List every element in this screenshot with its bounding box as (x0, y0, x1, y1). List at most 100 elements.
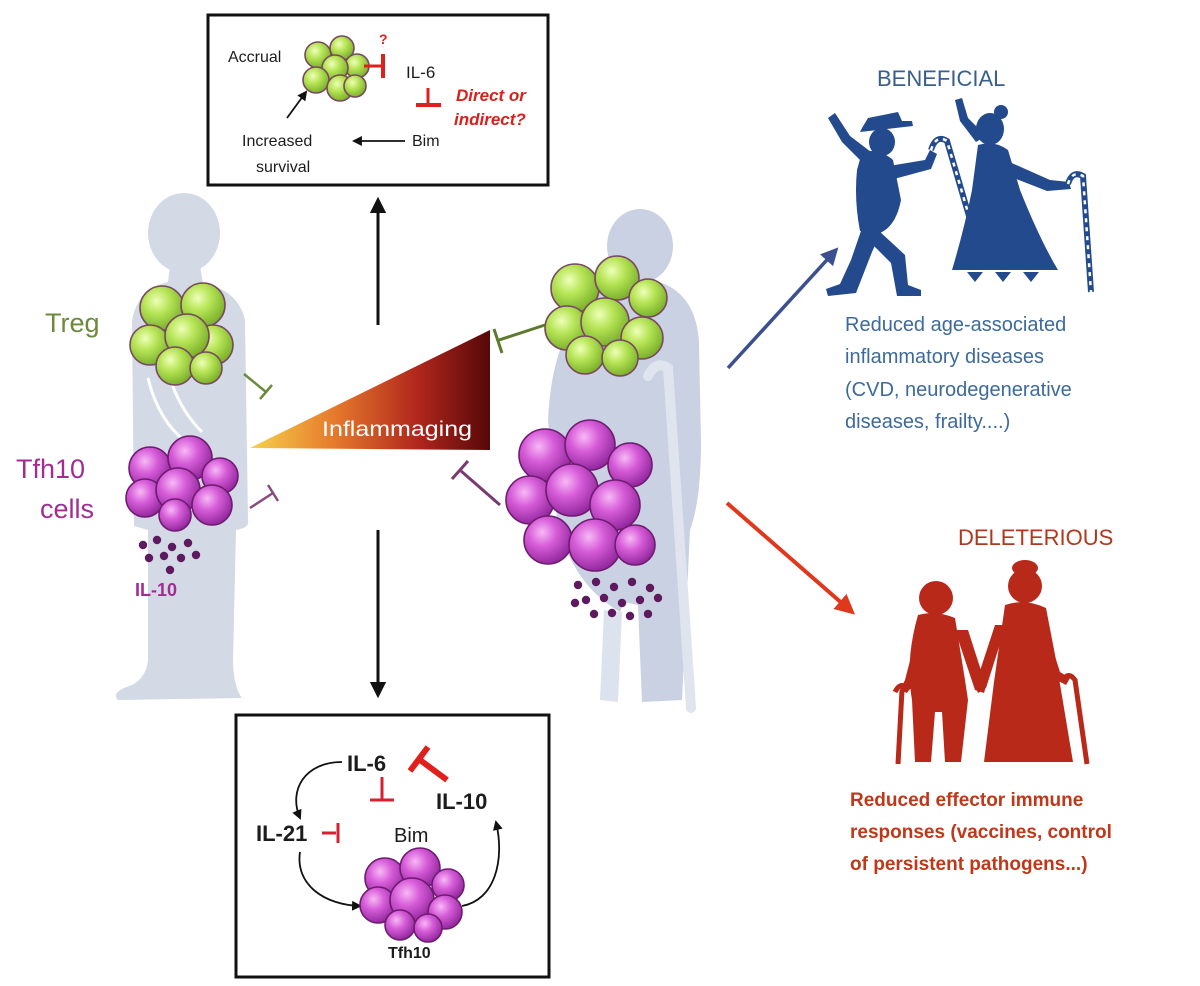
beneficial-title: BENEFICIAL (877, 66, 1005, 91)
treg-cell (628, 278, 668, 318)
il10-secretion-dot (643, 609, 653, 619)
hat-shape (860, 112, 913, 132)
dancer-arm (1001, 160, 1071, 191)
cane (928, 135, 972, 217)
il10-secretion-dot (625, 611, 635, 621)
il10-secretion-dot (599, 593, 609, 603)
treg-cell (594, 255, 640, 301)
inhibition-line (243, 373, 267, 393)
person-head (148, 193, 220, 273)
tfh10-cell (523, 515, 573, 565)
inhibition-bar (259, 384, 273, 400)
il10-secretion-dot (635, 595, 645, 605)
elderly-treg-inhibition (492, 323, 546, 354)
increased-survival-line2: survival (256, 159, 310, 176)
young-tfh10-inhibition (249, 484, 280, 510)
il10-secretion-dot (627, 577, 637, 587)
il10-secretion-dot (159, 551, 169, 561)
il10-label: IL-10 (135, 580, 177, 600)
elderly-tfh10-cluster (505, 419, 656, 572)
treg-cell (155, 346, 195, 386)
dancer-head (869, 128, 895, 156)
cells-label: cells (40, 494, 94, 524)
il10-secretion-dot (617, 598, 627, 608)
tfh10-cell (568, 518, 622, 572)
beneficial-text-line: (CVD, neurodegenerative (845, 379, 1072, 401)
elderly-il10-secretion-dots (570, 577, 663, 621)
young-treg-cluster (129, 282, 234, 386)
young-treg-inhibition (243, 373, 273, 400)
il10-secretion-dot (176, 553, 186, 563)
dancer-arm (889, 150, 937, 179)
tfh10-label: Tfh10 (16, 454, 85, 484)
il10-secretion-dot (573, 580, 583, 590)
deleterious-arrow (725, 501, 856, 615)
cane-stripes (1066, 173, 1093, 293)
inflammaging-gradient-wedge (250, 330, 490, 450)
cane (1059, 673, 1090, 765)
young-tfh10-cluster (125, 435, 239, 532)
inhibition-line (498, 323, 546, 342)
inflammaging-label: Inflammaging (322, 418, 472, 441)
beneficial-text-line: diseases, frailty....) (845, 411, 1010, 433)
elder-arm (1040, 625, 1070, 685)
elder-arm (975, 625, 1006, 693)
inflammaging-triangle: Inflammaging (250, 330, 490, 450)
inhibition-bar (266, 484, 280, 502)
elderly-tfh10-inhibition (450, 460, 501, 507)
il10-secretion-dot (607, 608, 617, 618)
inhibition-line (418, 757, 449, 783)
treg-cell (565, 335, 605, 375)
elderly-back-leg (600, 610, 622, 702)
il10-secretion-dot (581, 595, 591, 605)
deleterious-text-line: responses (vaccines, control (850, 822, 1112, 843)
treg-label: Treg (45, 308, 100, 338)
il10-secretion-dot (591, 577, 601, 587)
il10-secretion-dot (152, 535, 162, 545)
il6-to-il21-arrow (292, 761, 343, 820)
tfh10-cell (564, 419, 616, 471)
treg-cell (302, 66, 330, 94)
dancer-leg (867, 230, 921, 296)
il10-to-il6-inhibition (407, 745, 449, 783)
beneficial-arrow (726, 247, 839, 370)
il10-secretion-dot (138, 540, 148, 550)
inhibition-bar (407, 745, 431, 773)
dancer-raised-arm (955, 98, 986, 142)
il10-secretion-dot (191, 550, 201, 560)
treg-cell (343, 74, 367, 98)
il10-secretion-dot (570, 598, 580, 608)
bottom-bim-label: Bim (394, 825, 428, 847)
treg-to-il6-inhibition (364, 54, 385, 78)
il10-secretion-dot (165, 565, 175, 575)
inhibition-line (249, 491, 274, 510)
bottom-tfh10-label: Tfh10 (388, 945, 431, 962)
elderly-couple-holding-hands-icon (892, 560, 1090, 765)
bottom-il6-label: IL-6 (347, 751, 386, 776)
inhibition-bar (450, 460, 470, 480)
tfh10-cell (614, 524, 656, 566)
elder-body (909, 613, 968, 762)
cane (892, 683, 911, 765)
accrual-label: Accrual (228, 49, 281, 66)
tfh10-cell (158, 498, 192, 532)
top-box-frame (206, 13, 550, 187)
bottom-mechanism-box: IL-6 IL-10 IL-21 Bim Tfh10 (234, 713, 551, 979)
bottom-il10-label: IL-10 (436, 789, 487, 814)
dancer-leg (826, 228, 881, 296)
question-mark: ? (379, 31, 388, 47)
il10-secretion-dot (653, 593, 663, 603)
dancer-torso (856, 151, 901, 233)
il10-secretion-dot (144, 553, 154, 563)
direct-or-indirect-line2: indirect? (454, 110, 526, 129)
dancer-raised-arm (828, 113, 871, 162)
top-mechanism-box: Accrual ? IL-6 Direct or indirect? Incre… (206, 13, 550, 187)
il6-to-bim-inhibition (370, 777, 394, 802)
il10-secretion-dot (183, 538, 193, 548)
treg-cell (601, 339, 639, 377)
beneficial-text-line: Reduced age-associated (845, 314, 1066, 336)
cane (1065, 171, 1094, 293)
treg-cell (189, 351, 223, 385)
direct-or-indirect-line1: Direct or (456, 86, 527, 105)
